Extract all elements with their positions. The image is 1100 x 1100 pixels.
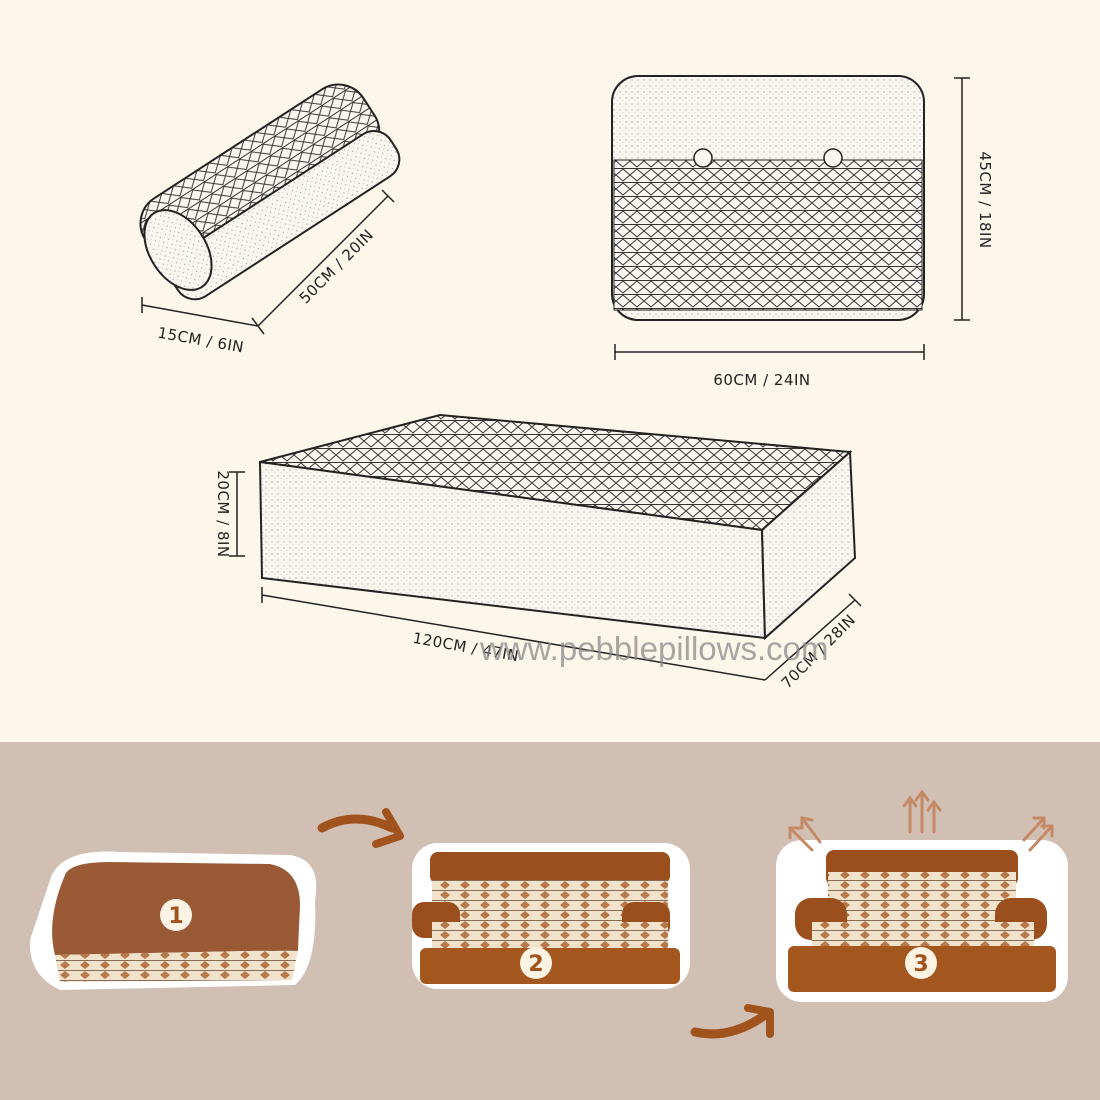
seat-height-dimension: 20CM / 8IN (214, 470, 245, 558)
bolster-diameter-dimension: 15CM / 6IN (141, 297, 259, 357)
step-3-badge (905, 947, 937, 979)
back-width-dimension: 60CM / 24IN (614, 344, 925, 389)
back-cushion-sketch (611, 75, 925, 321)
bolster-length-label: 50CM / 20IN (296, 226, 378, 308)
bolster-diameter-label: 15CM / 6IN (156, 324, 245, 357)
step-1-compressed-cushion: 1 (29, 851, 317, 990)
back-width-label: 60CM / 24IN (713, 371, 810, 389)
watermark: www.pebblepillows.com (479, 630, 828, 667)
step-2-number: 2 (528, 952, 543, 977)
step-1-number: 1 (168, 904, 183, 929)
step-2-badge (520, 947, 552, 979)
step-3-expanded-sofa: 3 (776, 840, 1068, 1002)
arrow-1-icon (317, 808, 404, 848)
step-1-badge (160, 899, 192, 931)
arrow-2-icon (690, 1004, 774, 1039)
seat-height-label: 20CM / 8IN (214, 470, 232, 557)
step-3-number: 3 (913, 952, 928, 977)
step-2-unfolding-sofa: 2 (412, 843, 690, 989)
seat-cushion-sketch (258, 413, 857, 641)
bolster-pillow-sketch (139, 83, 401, 301)
back-height-dimension: 45CM / 18IN (954, 77, 994, 321)
back-height-label: 45CM / 18IN (976, 151, 994, 248)
expand-arrows-icon (788, 789, 1054, 852)
